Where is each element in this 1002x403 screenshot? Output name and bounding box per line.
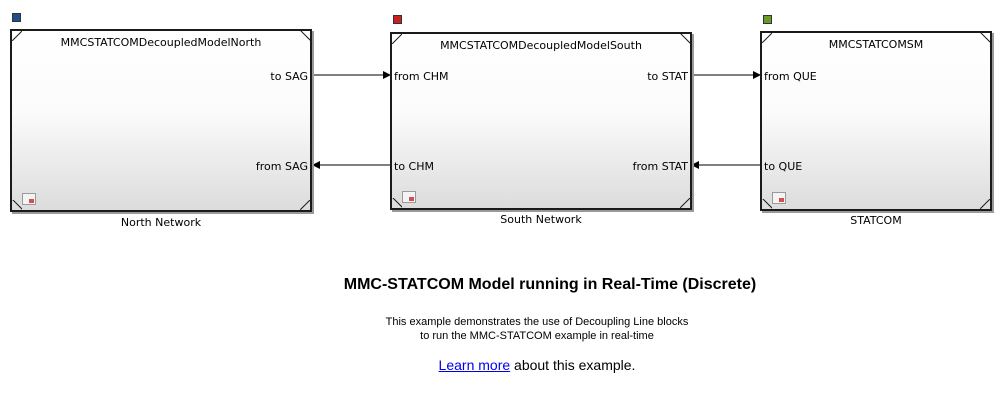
north-network-label[interactable]: North Network — [120, 216, 202, 229]
library-link-icon[interactable] — [772, 192, 786, 204]
port-from-chm[interactable]: from CHM — [394, 70, 449, 83]
statcom-label[interactable]: STATCOM — [850, 214, 902, 227]
corner-mark — [392, 198, 402, 208]
port-to-sag[interactable]: to SAG — [270, 70, 308, 83]
north-network-subsystem[interactable]: MMCSTATCOMDecoupledModelNorth to SAG fro… — [10, 29, 312, 212]
library-link-icon[interactable] — [22, 193, 36, 205]
statcom-subsystem[interactable]: MMCSTATCOMSM from QUE to QUE — [760, 31, 992, 211]
block-title: MMCSTATCOMDecoupledModelSouth — [440, 39, 642, 52]
port-to-chm[interactable]: to CHM — [394, 160, 434, 173]
corner-mark — [680, 198, 690, 208]
library-link-icon[interactable] — [402, 191, 416, 203]
corner-mark — [980, 199, 990, 209]
port-from-sag[interactable]: from SAG — [255, 160, 308, 173]
south-area-marker — [393, 15, 402, 24]
block-title: MMCSTATCOMDecoupledModelNorth — [60, 36, 262, 49]
description-line: This example demonstrates the use of Dec… — [385, 316, 689, 328]
corner-mark — [12, 200, 22, 210]
south-network-subsystem[interactable]: MMCSTATCOMDecoupledModelSouth from CHM t… — [390, 32, 692, 210]
port-to-que[interactable]: to QUE — [764, 160, 803, 173]
port-from-que[interactable]: from QUE — [764, 70, 817, 83]
learn-more-suffix: about this example. — [510, 357, 636, 373]
north-area-marker — [12, 13, 21, 22]
description-line: to run the MMC-STATCOM example in real-t… — [420, 330, 654, 342]
corner-mark — [762, 199, 772, 209]
port-from-stat[interactable]: from STAT — [632, 160, 688, 173]
south-network-label[interactable]: South Network — [500, 213, 582, 226]
learn-more-line: Learn more about this example. — [0, 357, 1002, 373]
model-description: This example demonstrates the use of Dec… — [0, 315, 1002, 343]
statcom-area-marker — [763, 15, 772, 24]
learn-more-link[interactable]: Learn more — [438, 357, 511, 373]
port-to-stat[interactable]: to STAT — [647, 70, 688, 83]
block-title: MMCSTATCOMSM — [828, 38, 924, 51]
model-title: MMC-STATCOM Model running in Real-Time (… — [343, 276, 757, 293]
corner-mark — [300, 200, 310, 210]
